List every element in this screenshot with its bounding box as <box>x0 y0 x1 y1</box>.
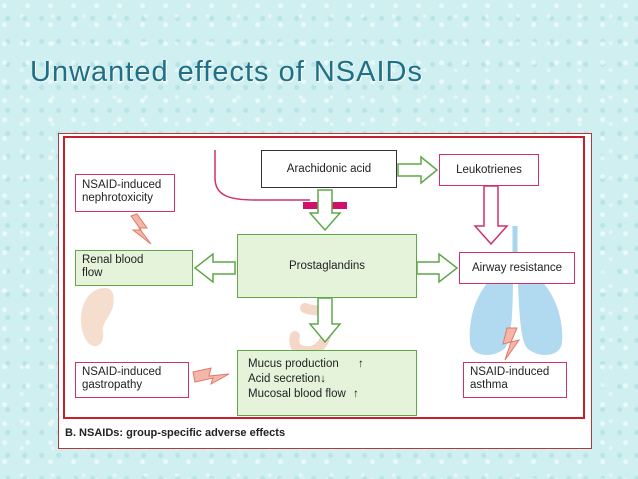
renal-line2: flow <box>82 267 103 279</box>
mucus-production-label: Mucus production <box>248 358 339 370</box>
pink-curve <box>214 150 310 201</box>
acid-secretion-label: Acid secretion <box>248 373 321 385</box>
mucus-production-row: Mucus production ↑ <box>248 357 406 372</box>
gastropathy-box: NSAID-induced gastropathy <box>75 362 189 398</box>
renal-line1: Renal blood <box>82 254 144 266</box>
mucosal-up-arrow: ↑ <box>353 388 359 400</box>
gastropathy-line2: gastropathy <box>82 379 143 391</box>
leukotrienes-box: Leukotrienes <box>439 154 539 186</box>
bolt-airway-asthma <box>502 327 521 361</box>
nephrotoxicity-line1: NSAID-induced <box>82 179 162 191</box>
figure-caption: B. NSAIDs: group-specific adverse effect… <box>65 427 286 439</box>
bolt-gastro-mucus <box>192 367 230 386</box>
arrow-prostaglandins-mucus <box>308 297 342 344</box>
arrow-prostaglandins-airway <box>416 252 459 284</box>
diagram-frame: Arachidonic acid Leukotrienes NSAID-indu… <box>63 136 585 419</box>
diagram-connectors <box>81 150 563 386</box>
prostaglandins-label: Prostaglandins <box>288 259 366 272</box>
nephrotoxicity-box: NSAID-induced nephrotoxicity <box>75 174 175 212</box>
figure-panel: Arachidonic acid Leukotrienes NSAID-indu… <box>58 133 592 449</box>
arachidonic-acid-box: Arachidonic acid <box>261 150 397 188</box>
prostaglandins-box: Prostaglandins <box>237 234 417 298</box>
arrow-arachidonic-leukotrienes <box>397 155 439 185</box>
arrow-prostaglandins-renal <box>193 252 236 284</box>
asthma-line2: asthma <box>470 379 508 391</box>
mucus-up-arrow: ↑ <box>357 358 364 370</box>
arrow-arachidonic-prostaglandins <box>308 189 342 232</box>
gastric-effects-box: Mucus production ↑ Acid secretion↓ Mucos… <box>237 350 417 416</box>
airway-resistance-box: Airway resistance <box>459 252 575 284</box>
bolt-nephro-renal <box>130 213 152 245</box>
slide-title: Unwanted effects of NSAIDs <box>30 56 423 88</box>
asthma-line1: NSAID-induced <box>470 366 550 378</box>
mucosal-blood-flow-label: Mucosal blood flow <box>248 388 346 400</box>
arachidonic-acid-label: Arachidonic acid <box>286 162 372 175</box>
nephrotoxicity-line2: nephrotoxicity <box>82 192 153 204</box>
airway-resistance-label: Airway resistance <box>471 261 563 274</box>
leukotrienes-label: Leukotrienes <box>456 163 522 176</box>
lungs-illustration <box>469 226 563 355</box>
acid-secretion-row: Acid secretion↓ <box>248 372 406 387</box>
mucosal-blood-flow-row: Mucosal blood flow ↑ <box>248 387 406 402</box>
kidney-illustration <box>81 288 114 347</box>
asthma-box: NSAID-induced asthma <box>463 362 567 398</box>
acid-down-arrow: ↓ <box>320 373 326 385</box>
arrow-leukotrienes-airway <box>473 185 509 246</box>
gastropathy-line1: NSAID-induced <box>82 366 162 378</box>
renal-blood-flow-box: Renal blood flow <box>75 250 193 286</box>
